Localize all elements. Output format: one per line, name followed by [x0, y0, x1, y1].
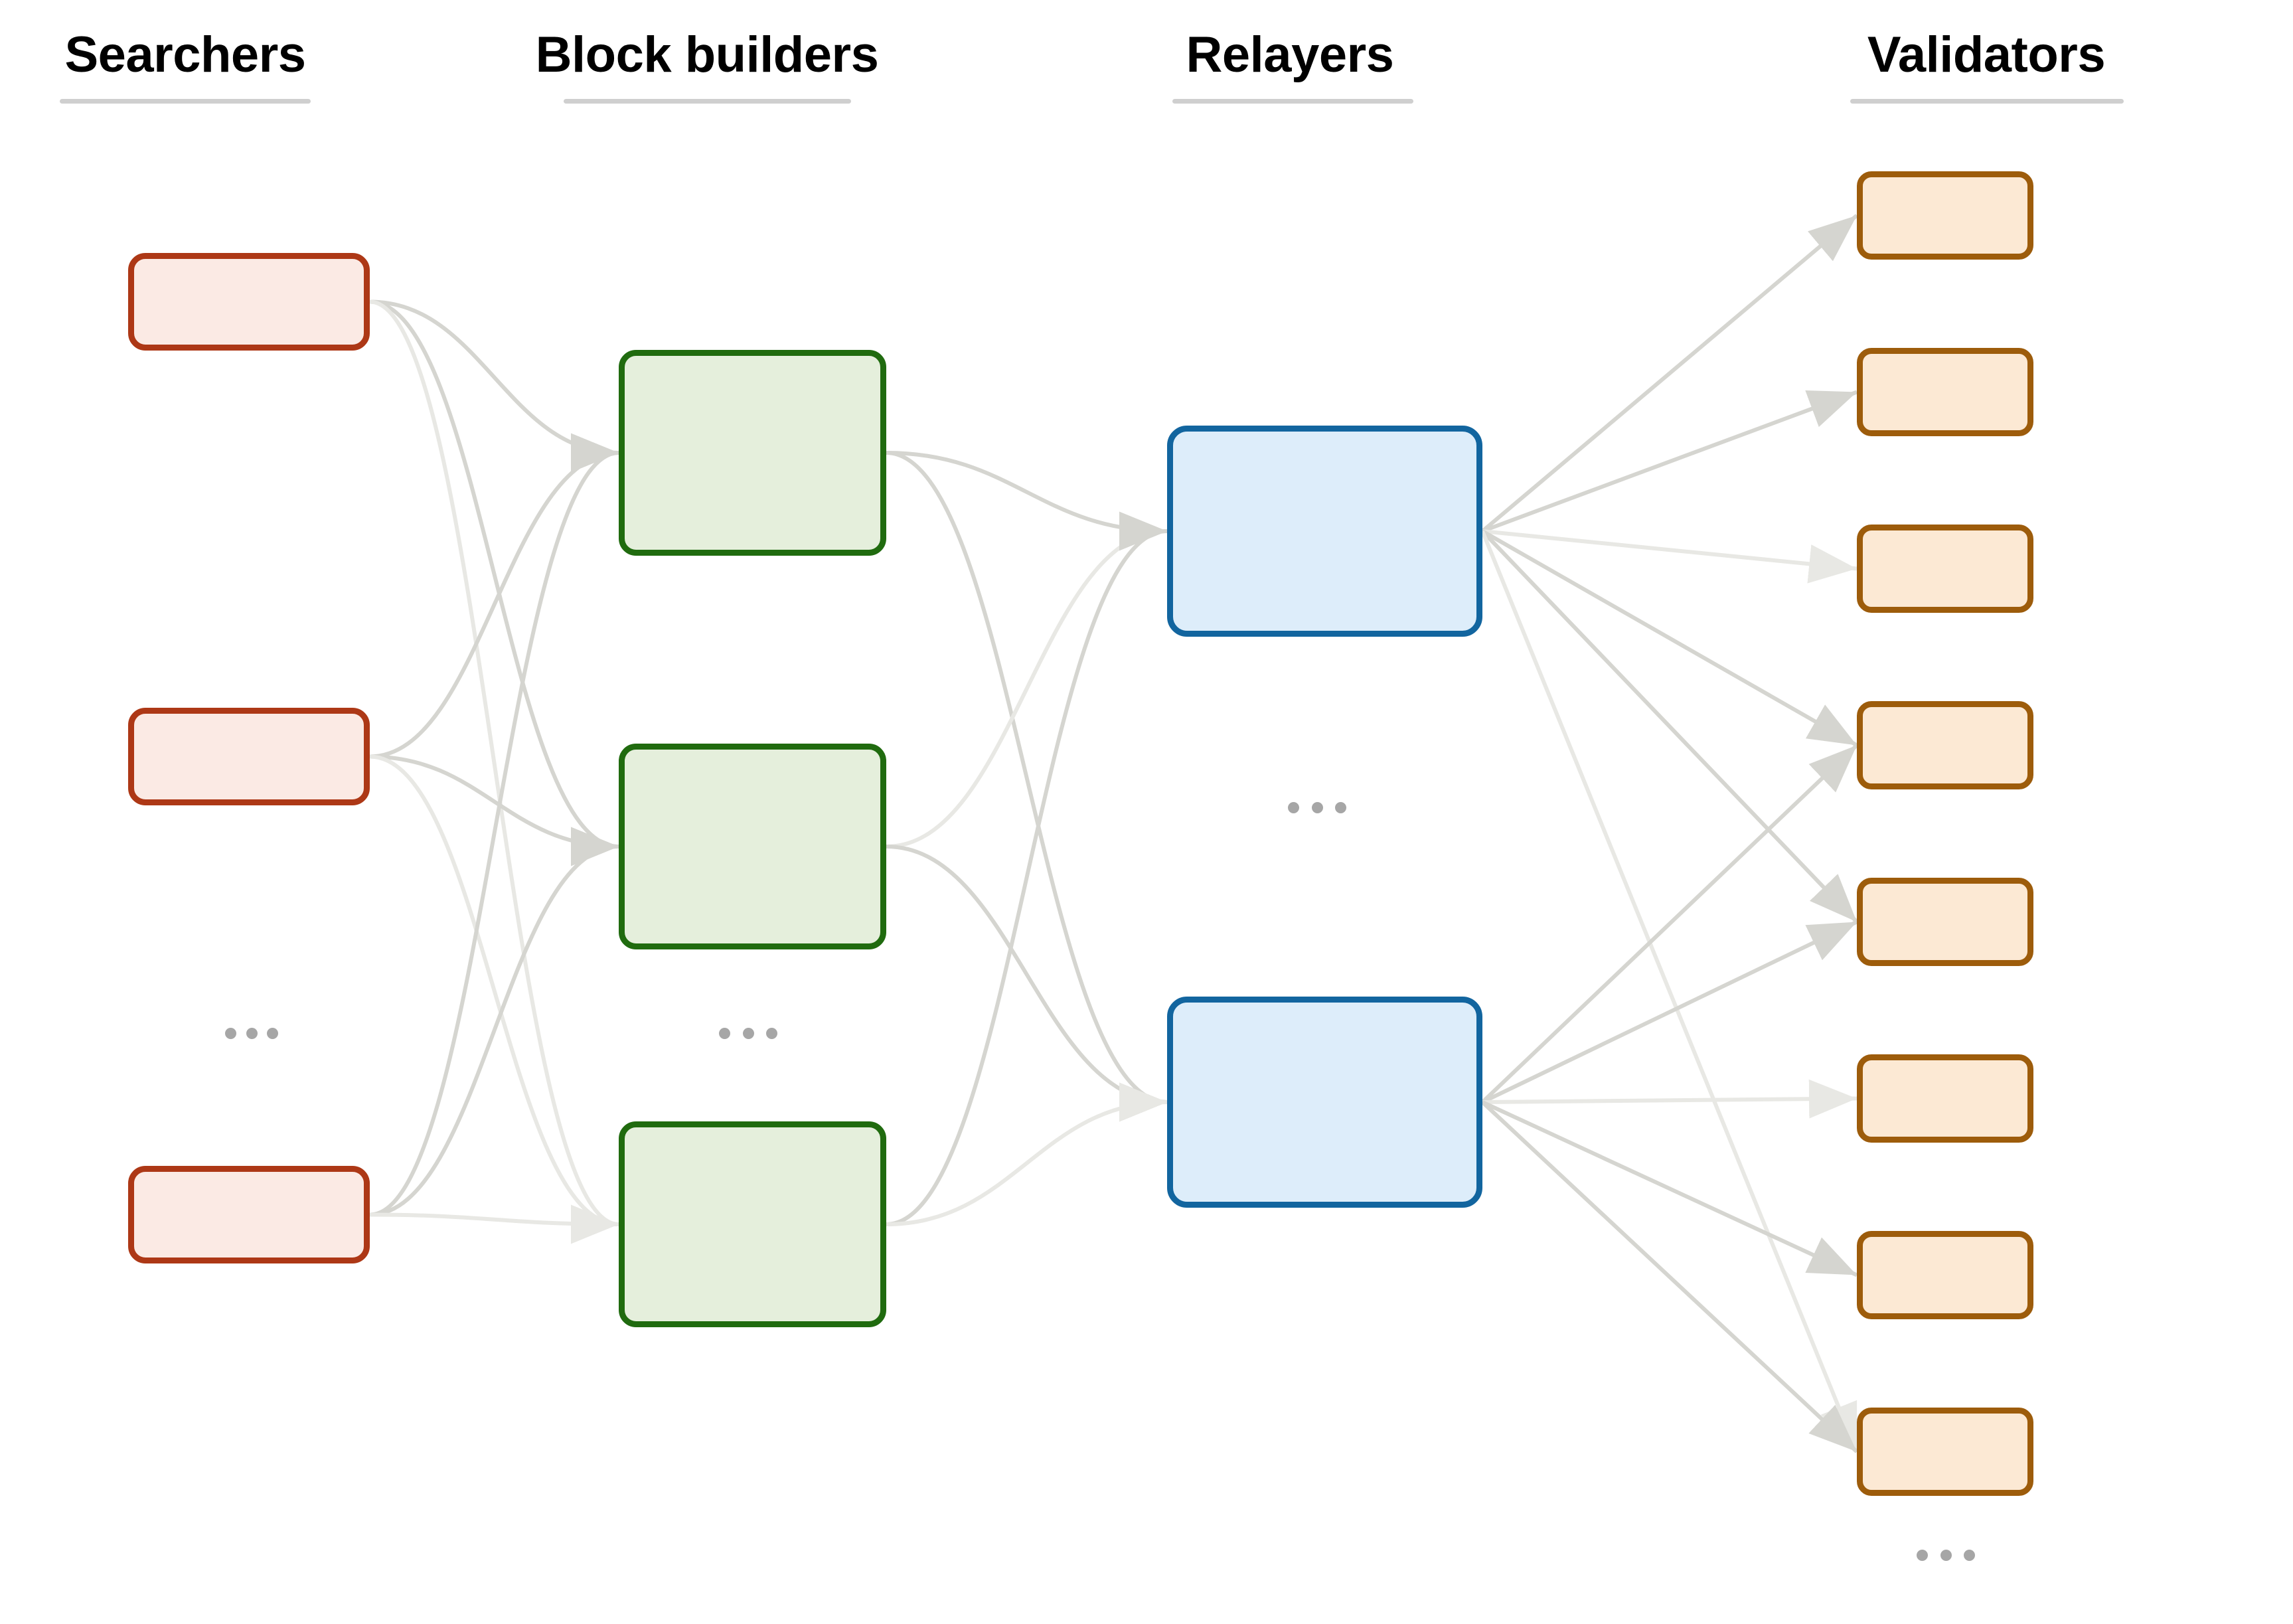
searcher-3[interactable] — [128, 1166, 370, 1263]
edge-searcher-3-to-block-builder-3 — [369, 1204, 619, 1244]
ellipsis-dot — [246, 1027, 258, 1039]
edge-block-builder-3-to-relayer-1 — [886, 511, 1168, 1226]
column-header-validators: Validators — [1867, 27, 2106, 83]
ellipsis-dot — [267, 1027, 278, 1039]
ellipsis-relayers — [1288, 801, 1346, 813]
ellipsis-dot — [719, 1027, 730, 1039]
ellipsis-block-builders — [719, 1027, 777, 1039]
edge-block-builder-1-to-relayer-2 — [886, 451, 1168, 1122]
ellipsis-dot — [1311, 801, 1323, 813]
edges-searchers-to-builders — [369, 299, 619, 1244]
edges-builders-to-relayers — [886, 451, 1168, 1226]
relayer-1[interactable] — [1167, 426, 1482, 637]
edge-relayer-2-to-validator-7 — [1481, 1100, 1858, 1277]
edge-relayer-1-to-validator-5 — [1480, 529, 1859, 924]
column-rule-validators — [1850, 99, 2124, 104]
validator-7[interactable] — [1857, 1231, 2033, 1319]
validator-2[interactable] — [1857, 348, 2033, 436]
edge-searcher-2-to-block-builder-2 — [369, 754, 619, 866]
block-builder-3[interactable] — [619, 1121, 886, 1327]
block-builder-2[interactable] — [619, 744, 886, 949]
ellipsis-dot — [766, 1027, 777, 1039]
column-header-searchers: Searchers — [64, 27, 306, 83]
edge-relayer-1-to-validator-2 — [1481, 390, 1858, 533]
ellipsis-dot — [1917, 1549, 1928, 1561]
edge-relayer-1-to-validator-8 — [1480, 530, 1859, 1453]
edge-searcher-1-to-block-builder-1 — [369, 299, 619, 473]
column-rule-searchers — [60, 99, 311, 104]
edge-relayer-2-to-validator-8 — [1480, 1100, 1859, 1453]
edge-relayer-1-to-validator-4 — [1481, 529, 1858, 748]
validator-6[interactable] — [1857, 1054, 2033, 1143]
edge-block-builder-1-to-relayer-1 — [886, 451, 1168, 551]
edge-searcher-2-to-block-builder-1 — [369, 433, 619, 759]
edge-searcher-1-to-block-builder-3 — [369, 299, 619, 1244]
validator-4[interactable] — [1857, 701, 2033, 789]
block-builder-1[interactable] — [619, 350, 886, 556]
edge-relayer-2-to-validator-6 — [1482, 1079, 1858, 1119]
ellipsis-dot — [1940, 1549, 1952, 1561]
searcher-2[interactable] — [128, 708, 370, 805]
edge-relayer-2-to-validator-4 — [1480, 744, 1859, 1104]
column-header-block-builders: Block builders — [535, 27, 879, 83]
edges-relayers-to-validators — [1480, 214, 1859, 1453]
validator-5[interactable] — [1857, 878, 2033, 966]
column-rule-block-builders — [564, 99, 851, 104]
ellipsis-dot — [1964, 1549, 1975, 1561]
ellipsis-dot — [742, 1027, 754, 1039]
relayer-2[interactable] — [1167, 997, 1482, 1208]
edge-searcher-2-to-block-builder-3 — [369, 754, 619, 1244]
edge-relayer-1-to-validator-3 — [1482, 529, 1858, 584]
validator-1[interactable] — [1857, 171, 2033, 260]
searcher-1[interactable] — [128, 253, 370, 351]
edge-searcher-3-to-block-builder-1 — [369, 434, 619, 1217]
ellipsis-validators — [1917, 1549, 1975, 1561]
column-header-relayers: Relayers — [1186, 27, 1394, 83]
column-rule-relayers — [1172, 99, 1413, 104]
edge-block-builder-3-to-relayer-2 — [886, 1082, 1168, 1226]
ellipsis-searchers — [225, 1027, 278, 1039]
edge-block-builder-2-to-relayer-1 — [886, 511, 1168, 849]
edge-block-builder-2-to-relayer-2 — [886, 845, 1168, 1122]
edge-relayer-1-to-validator-1 — [1481, 214, 1858, 533]
validator-8[interactable] — [1857, 1408, 2033, 1496]
ellipsis-dot — [225, 1027, 236, 1039]
ellipsis-dot — [1288, 801, 1299, 813]
edge-searcher-1-to-block-builder-2 — [369, 299, 619, 866]
edge-relayer-2-to-validator-5 — [1481, 920, 1858, 1104]
ellipsis-dot — [1335, 801, 1346, 813]
edge-searcher-3-to-block-builder-2 — [369, 827, 619, 1217]
validator-3[interactable] — [1857, 525, 2033, 613]
